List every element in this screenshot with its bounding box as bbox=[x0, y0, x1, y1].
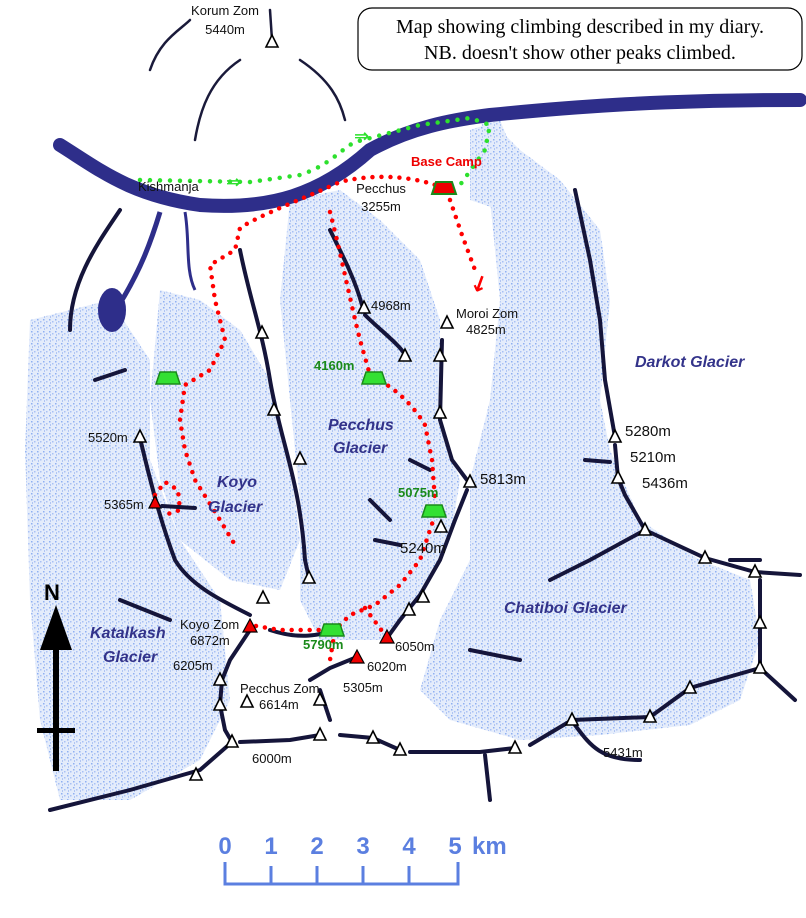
svg-text:6614m: 6614m bbox=[259, 697, 299, 712]
svg-text:4160m: 4160m bbox=[314, 358, 354, 373]
peak-5240: 5240m bbox=[400, 518, 449, 557]
svg-text:6000m: 6000m bbox=[252, 751, 292, 766]
peak-5305: 5305m bbox=[343, 680, 383, 695]
svg-text:Map showing climbing described: Map showing climbing described in my dia… bbox=[396, 16, 764, 38]
svg-text:Pecchus: Pecchus bbox=[356, 181, 406, 196]
svg-text:Koyo Zom: Koyo Zom bbox=[180, 617, 239, 632]
svg-text:5240m: 5240m bbox=[400, 540, 446, 557]
approach-route: ⇒ ⇒ bbox=[137, 115, 493, 193]
north-arrow-icon: N bbox=[37, 580, 75, 771]
svg-text:5520m: 5520m bbox=[88, 430, 128, 445]
peak-pecchus: Pecchus 3255m bbox=[356, 181, 406, 214]
peak-5520: 5520m bbox=[88, 428, 148, 445]
peak-koyo-zom: Koyo Zom 6872m bbox=[180, 617, 259, 648]
svg-text:NB. doesn't show other peaks c: NB. doesn't show other peaks climbed. bbox=[424, 42, 736, 64]
label-darkot-glacier: Darkot Glacier bbox=[635, 354, 745, 371]
place-kishmanja: Kishmanja bbox=[138, 179, 199, 194]
peak-6205: 6205m bbox=[173, 658, 213, 673]
svg-text:Pecchus Zom: Pecchus Zom bbox=[240, 681, 319, 696]
svg-text:6872m: 6872m bbox=[190, 633, 230, 648]
tent-icon bbox=[318, 623, 346, 637]
label-pecchus-glacier: Pecchus bbox=[328, 417, 394, 434]
svg-text:4825m: 4825m bbox=[466, 322, 506, 337]
svg-text:4: 4 bbox=[402, 833, 416, 860]
svg-text:km: km bbox=[472, 833, 507, 860]
glacier-pecchus bbox=[280, 190, 460, 640]
label-koyo-glacier: Glacier bbox=[208, 499, 263, 516]
svg-text:3255m: 3255m bbox=[361, 199, 401, 214]
svg-text:5210m: 5210m bbox=[630, 449, 676, 466]
svg-text:5: 5 bbox=[448, 833, 461, 860]
camp-5790: 5790m bbox=[303, 623, 346, 652]
label-katalkash-glacier: Glacier bbox=[103, 649, 158, 666]
svg-text:6205m: 6205m bbox=[173, 658, 213, 673]
peak-5365: 5365m bbox=[104, 494, 197, 512]
glacier-right bbox=[420, 110, 760, 740]
svg-text:5440m: 5440m bbox=[205, 22, 245, 37]
svg-text:5813m: 5813m bbox=[480, 471, 526, 488]
approach-arrow-icon: ⇒ bbox=[354, 126, 369, 147]
svg-text:5431m: 5431m bbox=[603, 745, 643, 760]
svg-text:N: N bbox=[44, 580, 60, 605]
svg-text:4968m: 4968m bbox=[371, 298, 411, 313]
glacier-koyo bbox=[150, 290, 300, 590]
scale-bar: 0 1 2 3 4 5 km bbox=[218, 833, 507, 886]
svg-text:0: 0 bbox=[218, 833, 231, 860]
svg-text:5790m: 5790m bbox=[303, 637, 343, 652]
label-chatiboi-glacier: Chatiboi Glacier bbox=[504, 600, 627, 617]
tent-base-camp-icon bbox=[430, 181, 458, 195]
svg-text:5436m: 5436m bbox=[642, 475, 688, 492]
route-arrow-icon: ↓ bbox=[466, 270, 492, 300]
peak-korum-zom: Korum Zom 5440m bbox=[191, 3, 280, 48]
peak-6020: 6020m bbox=[348, 648, 407, 674]
tent-icon bbox=[360, 371, 388, 385]
map-note: Map showing climbing described in my dia… bbox=[357, 7, 803, 71]
svg-text:6020m: 6020m bbox=[367, 659, 407, 674]
svg-text:1: 1 bbox=[264, 833, 277, 860]
peak-6000: 6000m bbox=[224, 733, 292, 766]
peak-markers bbox=[188, 324, 768, 781]
peak-5431: 5431m bbox=[603, 708, 658, 760]
peak-5210: 5210m bbox=[630, 449, 676, 466]
peak-pecchus-zom: Pecchus Zom 6614m bbox=[239, 681, 319, 712]
svg-text:3: 3 bbox=[356, 833, 369, 860]
label-katalkash-glacier: Katalkash bbox=[90, 625, 166, 642]
svg-text:5305m: 5305m bbox=[343, 680, 383, 695]
svg-text:2: 2 bbox=[310, 833, 323, 860]
label-koyo-glacier: Koyo bbox=[217, 474, 257, 491]
svg-text:6050m: 6050m bbox=[395, 639, 435, 654]
camp-4160: 4160m bbox=[314, 358, 388, 385]
river bbox=[53, 93, 806, 332]
svg-text:5280m: 5280m bbox=[625, 423, 671, 440]
camp-5075: 5075m bbox=[398, 485, 448, 518]
glacier-areas bbox=[25, 110, 760, 800]
peak-5280: 5280m bbox=[607, 423, 671, 443]
place-base-camp: Base Camp bbox=[411, 154, 482, 169]
peak-5436: 5436m bbox=[610, 469, 688, 492]
ridges bbox=[48, 8, 802, 812]
peak-5813: 5813m bbox=[462, 471, 526, 488]
svg-text:5365m: 5365m bbox=[104, 497, 144, 512]
approach-arrow-icon: ⇒ bbox=[226, 172, 241, 193]
label-pecchus-glacier: Glacier bbox=[333, 440, 388, 457]
peak-moroi-zom: Moroi Zom 4825m bbox=[439, 306, 518, 337]
peak-6050: 6050m bbox=[378, 628, 435, 654]
glacier-upper bbox=[470, 120, 520, 210]
svg-text:Moroi Zom: Moroi Zom bbox=[456, 306, 518, 321]
tent-icon bbox=[154, 371, 182, 385]
glacier-katalkash bbox=[25, 300, 230, 800]
tent-icon bbox=[420, 504, 448, 518]
climbing-routes: ↓ bbox=[152, 174, 492, 663]
peak-4968: 4968m bbox=[356, 298, 411, 314]
svg-text:5075m: 5075m bbox=[398, 485, 438, 500]
svg-text:Korum Zom: Korum Zom bbox=[191, 3, 259, 18]
